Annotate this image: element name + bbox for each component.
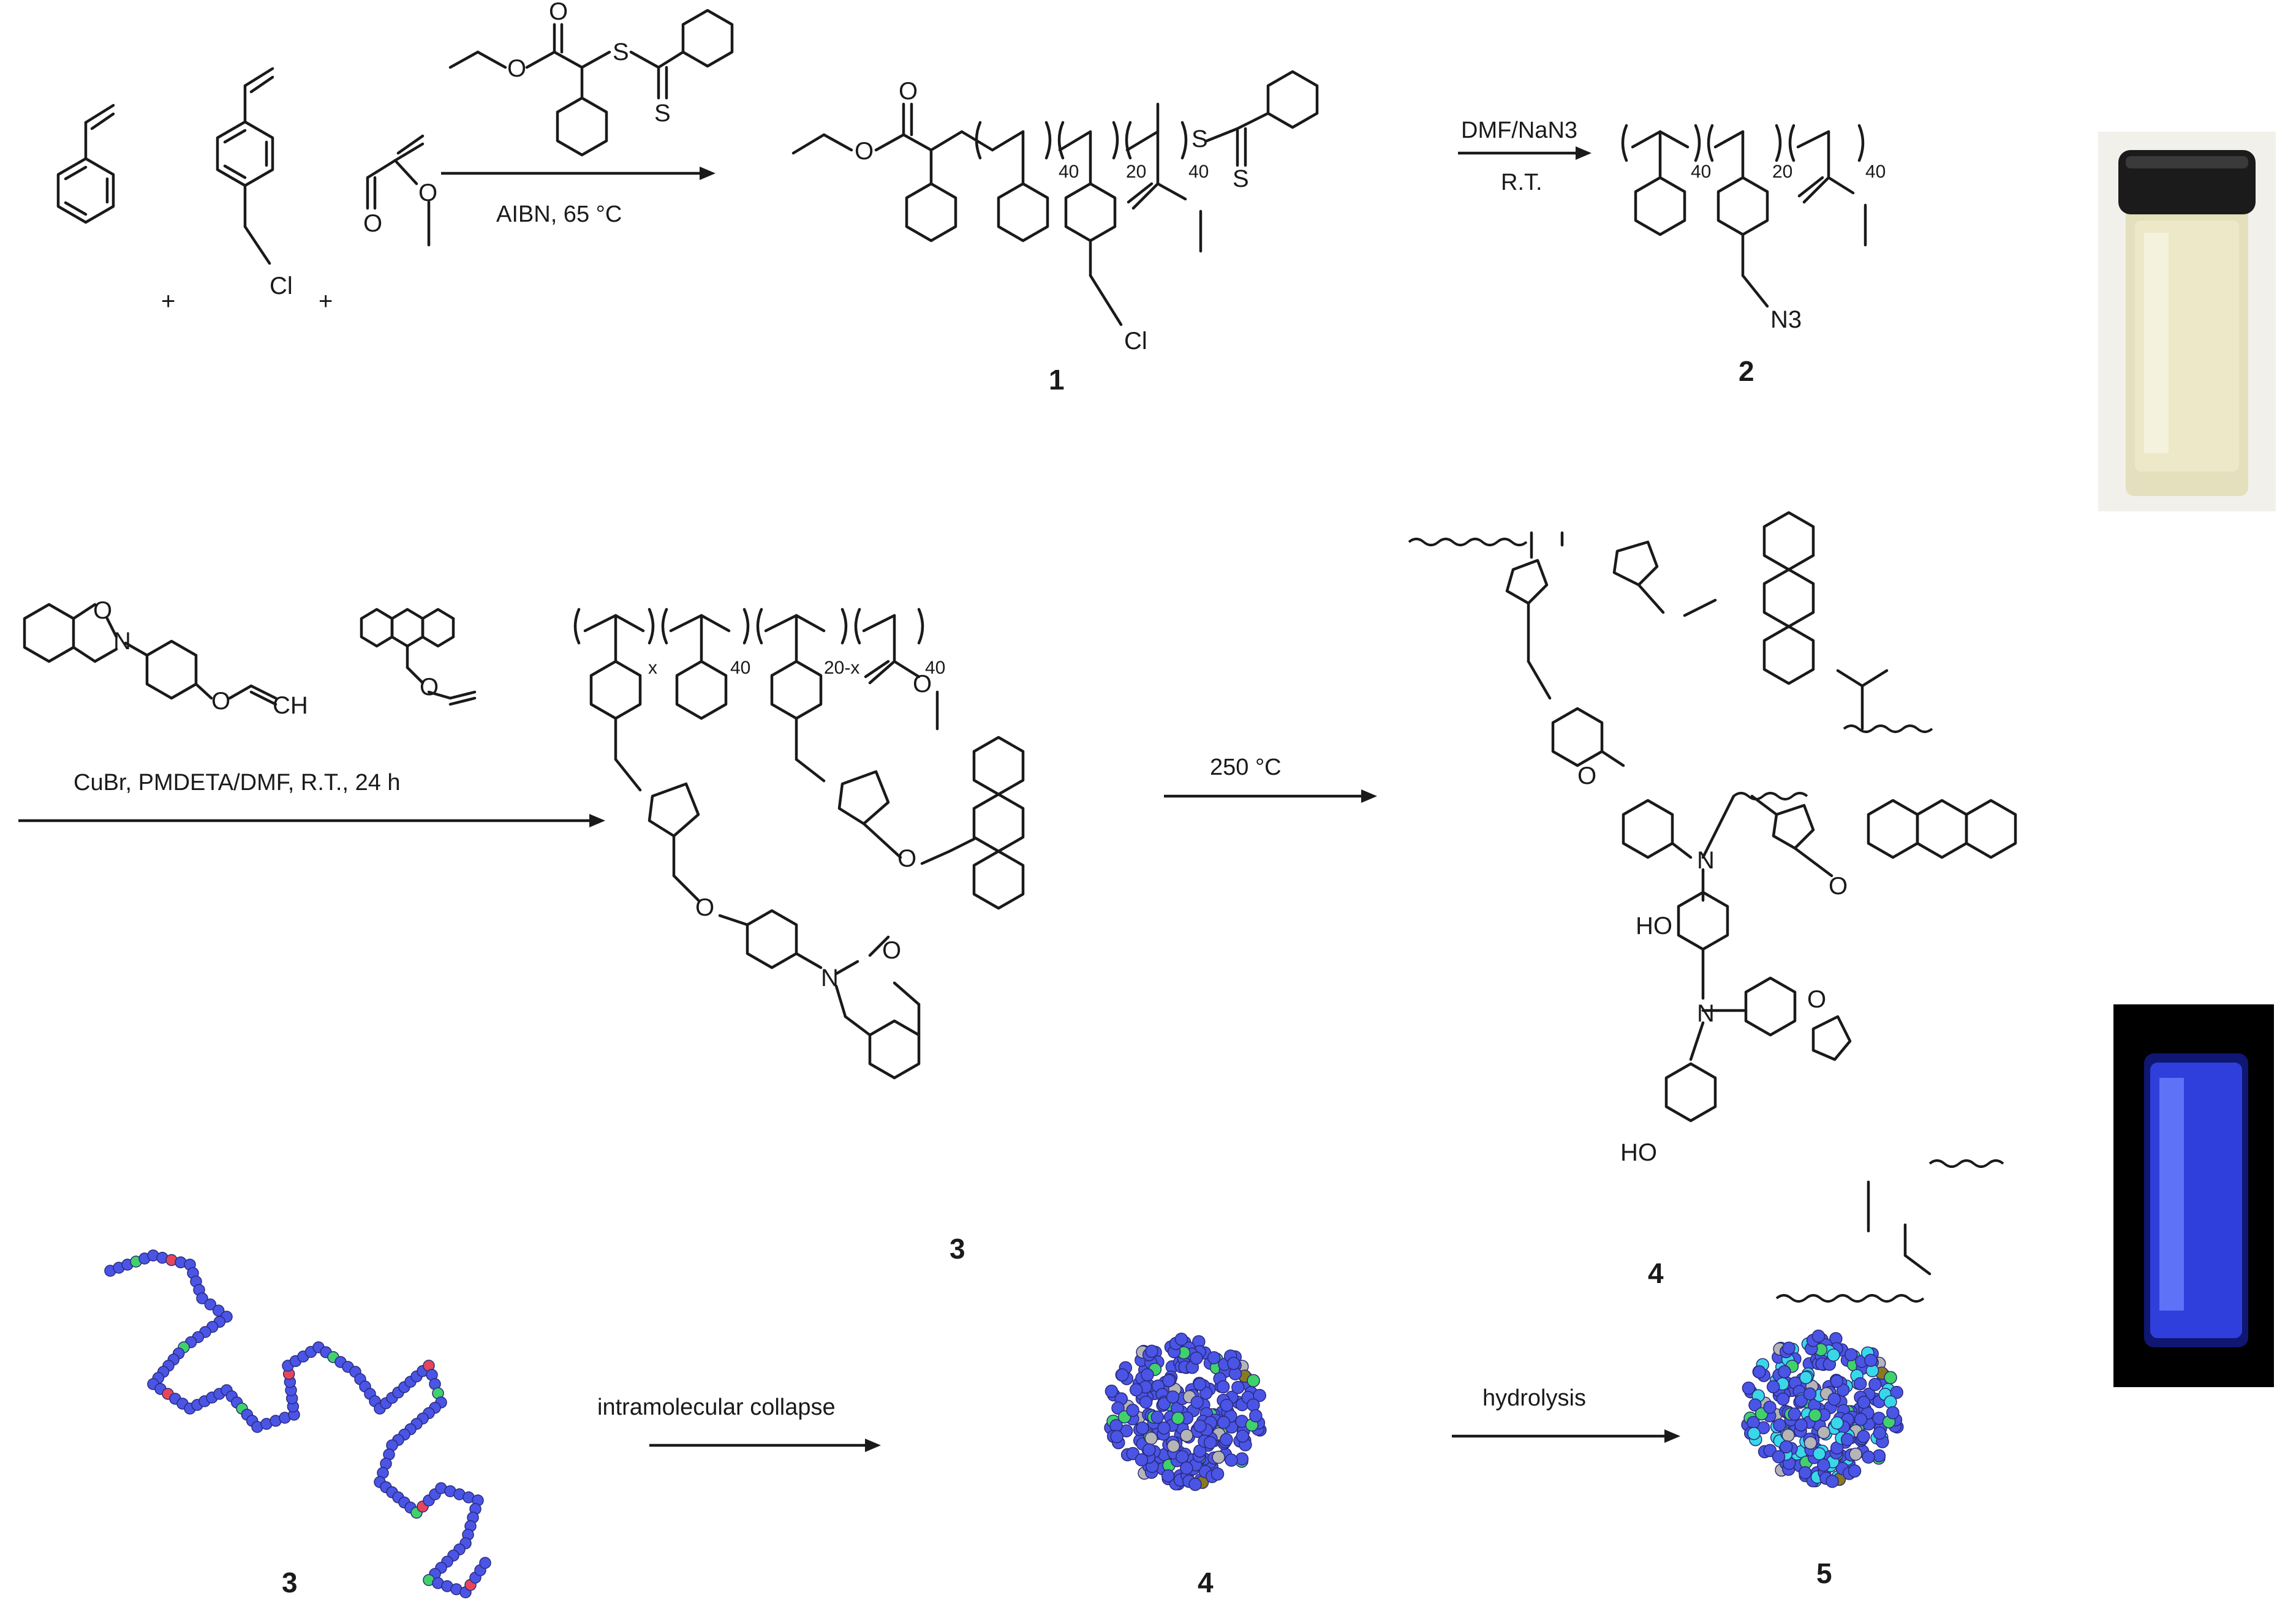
hydrolysis-arrow [1452, 1429, 1680, 1443]
reaction-arrow-4 [1164, 789, 1377, 803]
compound4-ho-lower: HO [1620, 1139, 1657, 1166]
compound1-carbonyl-o: O [899, 78, 918, 105]
hydrolysis-arrow-label: hydrolysis [1482, 1385, 1586, 1411]
compound3-subscript-x: x [648, 658, 657, 678]
compound-4-label: 4 [1648, 1257, 1664, 1289]
step3-reagent: CuBr, PMDETA/DMF, R.T., 24 h [74, 770, 401, 796]
compound3-subscript-20x: 20-x [824, 658, 859, 678]
compound4-n-lower: N [1697, 1000, 1715, 1027]
compound4-ether-o-right: O [1829, 873, 1848, 900]
compound2-subscript-c: 40 [1865, 162, 1886, 182]
single-chain-extended [104, 1249, 491, 1598]
compound3-subscript-40a: 40 [730, 658, 750, 678]
compound2-azide-label: N3 [1770, 306, 1802, 333]
reaction-arrow-3 [18, 814, 605, 827]
monomer-cl-label: Cl [270, 273, 293, 299]
bottom-label-5: 5 [1816, 1557, 1832, 1589]
single-chain-collapsed [1104, 1332, 1267, 1491]
compound1-subscript-b: 20 [1126, 162, 1146, 182]
reagent-benzoxazine-o: O [93, 597, 112, 624]
compound1-subscript-c: 40 [1188, 162, 1209, 182]
vinylbenzyl-chloride-monomer [216, 67, 274, 265]
compound-2-label: 2 [1739, 355, 1754, 387]
raft-thione-s: S [654, 100, 671, 127]
compound3-subscript-40b: 40 [925, 658, 945, 678]
compound3-benzoxazine-o: O [882, 937, 901, 964]
styrene-monomer [56, 103, 115, 224]
compound4-ho-upper: HO [1636, 913, 1672, 939]
raft-ester-o: O [507, 55, 526, 82]
reagent-anthracene-o: O [420, 674, 439, 701]
compound1-subscript-a: 40 [1059, 162, 1079, 182]
reaction-arrow-2 [1458, 146, 1592, 160]
reagent-ether-o: O [211, 688, 230, 715]
bottom-label-4: 4 [1198, 1567, 1214, 1598]
single-chain-hydrolyzed [1741, 1329, 1904, 1488]
compound1-ester-o: O [855, 138, 874, 165]
vial-photo-uv [2113, 1004, 2274, 1387]
compound-1-label: 1 [1049, 364, 1065, 396]
reaction-arrow-1 [441, 167, 716, 180]
plus-sign-1: + [161, 288, 175, 315]
compound3-ether-o-1: O [695, 894, 714, 921]
compound1-cl-label: Cl [1124, 328, 1147, 355]
compound2-subscript-b: 20 [1772, 162, 1792, 182]
methyl-acrylate-monomer [366, 134, 431, 247]
compound4-ether-o-top: O [1577, 762, 1596, 789]
compound2-subscript-a: 40 [1691, 162, 1711, 182]
plus-sign-2: + [319, 288, 333, 315]
compound1-s-label: S [1191, 126, 1208, 152]
step2-reagent-top: DMF/NaN3 [1461, 118, 1577, 143]
step1-condition: AIBN, 65 °C [496, 201, 622, 227]
anthracene-alkyne-reagent [360, 608, 477, 706]
compound3-benzoxazine-n: N [821, 965, 839, 992]
raft-agent [448, 9, 734, 157]
raft-carbonyl-o: O [549, 0, 568, 25]
compound1-thione-s: S [1233, 165, 1249, 192]
vial-photo-daylight [2098, 132, 2276, 511]
benzoxazine-alkyne-reagent [23, 603, 278, 706]
acrylate-carbonyl-o: O [363, 210, 382, 237]
compound4-n-upper: N [1697, 847, 1715, 874]
collapse-arrow [649, 1439, 881, 1452]
step4-condition: 250 °C [1210, 755, 1282, 780]
compound3-ether-o-2: O [897, 845, 916, 872]
bottom-label-3: 3 [282, 1567, 298, 1598]
compound-3-label: 3 [950, 1233, 965, 1265]
collapse-arrow-label: intramolecular collapse [597, 1394, 836, 1420]
acrylate-ester-o: O [418, 179, 437, 206]
compound-1-structure [791, 70, 1319, 326]
step2-reagent-bottom: R.T. [1501, 170, 1543, 195]
reagent-benzoxazine-n: N [113, 628, 131, 655]
reagent-alkyne-ch: CH [273, 692, 308, 719]
raft-s-label: S [613, 39, 629, 66]
compound-3-structure [573, 608, 1025, 1080]
compound4-ether-o-lower: O [1807, 986, 1826, 1013]
compound-4-structure [1408, 511, 2017, 1303]
compound3-ester-o: O [913, 671, 932, 698]
compound-2-structure [1621, 124, 1867, 308]
